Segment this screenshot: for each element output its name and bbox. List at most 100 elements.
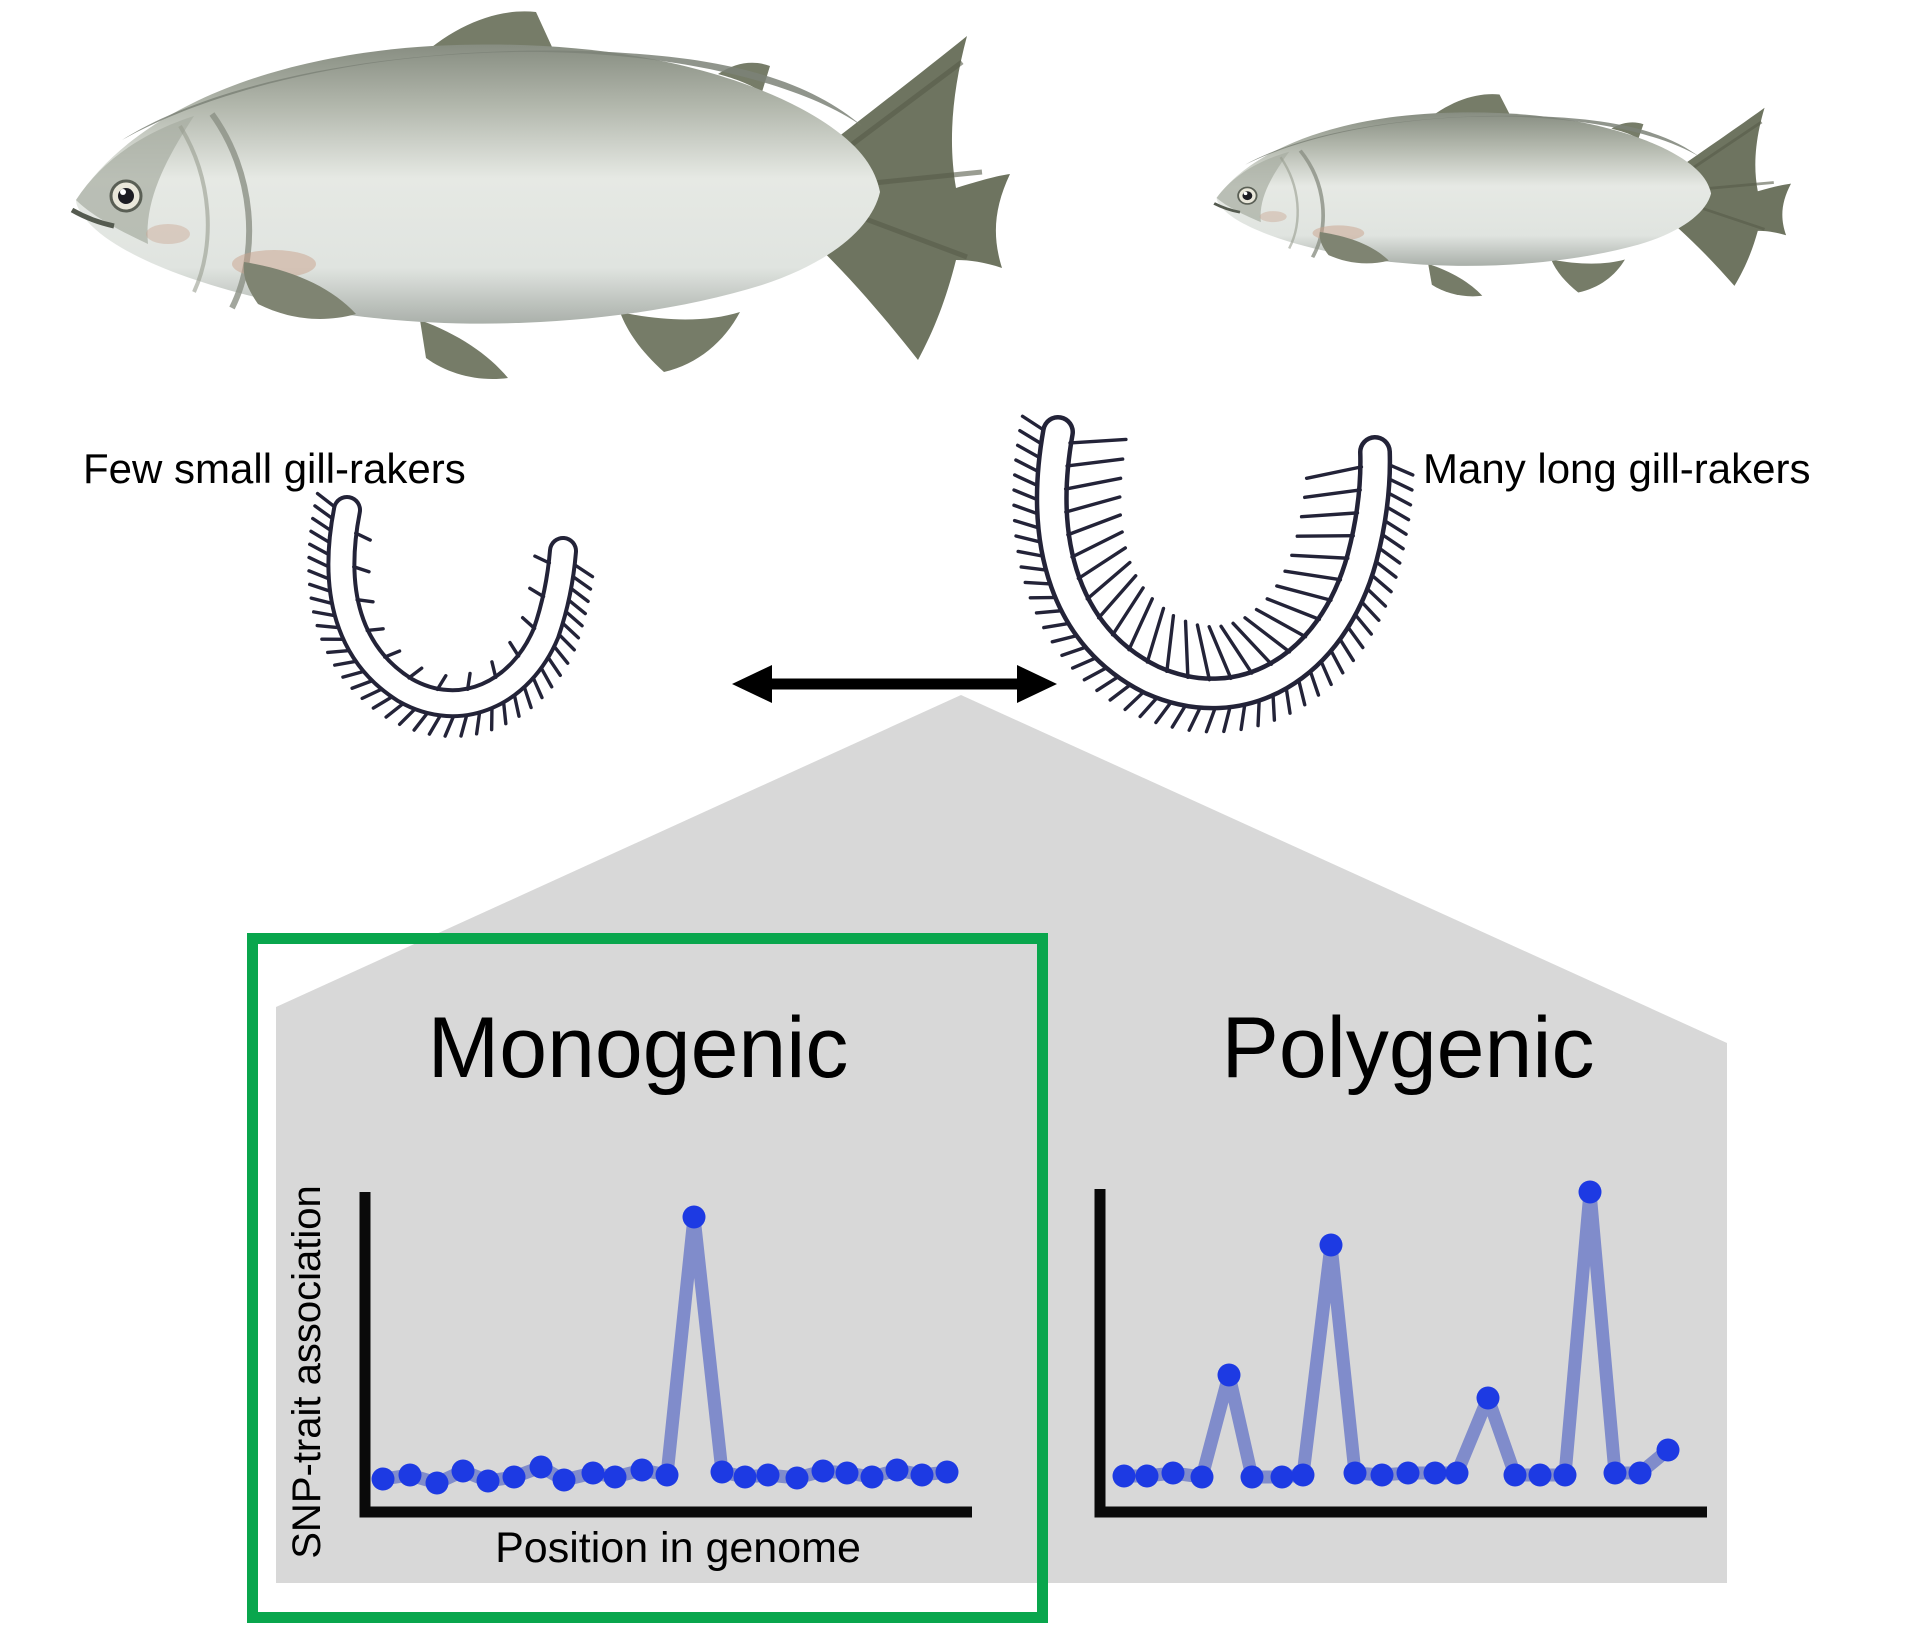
monogenic-data-point xyxy=(785,1466,809,1490)
monogenic-axes xyxy=(359,1192,972,1518)
polygenic-data-point xyxy=(1603,1461,1627,1485)
gill-raker-tooth xyxy=(1165,614,1176,674)
monogenic-data-point xyxy=(682,1205,706,1229)
monogenic-data-point xyxy=(581,1461,605,1485)
gill-raker-tooth xyxy=(383,649,402,659)
right-gill-raker-illustration xyxy=(1012,414,1415,734)
gill-raker-tooth xyxy=(1076,546,1128,581)
right-fish-label: Many long gill-rakers xyxy=(1423,445,1810,492)
polygenic-data-point xyxy=(1217,1363,1241,1387)
monogenic-y-axis-label: SNP-trait association xyxy=(285,1185,329,1558)
polygenic-axes xyxy=(1094,1189,1707,1518)
polygenic-data-point xyxy=(1270,1465,1294,1489)
gill-raker-tooth xyxy=(365,627,385,633)
gill-raker-tooth xyxy=(352,565,371,574)
gill-raker-tooth xyxy=(407,666,424,680)
polygenic-data-point xyxy=(1135,1464,1159,1488)
monogenic-data-point xyxy=(860,1465,884,1489)
gill-raker-tooth xyxy=(1066,513,1122,537)
polygenic-data-point xyxy=(1423,1461,1447,1485)
monogenic-data-point xyxy=(655,1463,679,1487)
gill-raker-tooth xyxy=(354,531,372,542)
monogenic-title: Monogenic xyxy=(428,1000,849,1096)
gill-raker-tooth xyxy=(508,640,521,658)
polygenic-chart xyxy=(1094,1180,1707,1518)
gill-raker-tooth xyxy=(1275,584,1333,602)
left-fish-label: Few small gill-rakers xyxy=(83,445,466,492)
monogenic-data-point xyxy=(398,1463,422,1487)
monogenic-highlight-box xyxy=(247,933,1048,1623)
gill-raker-tooth xyxy=(520,616,537,631)
polygenic-data-point xyxy=(1628,1461,1652,1485)
monogenic-data-point xyxy=(529,1455,553,1479)
polygenic-data-point xyxy=(1528,1463,1552,1487)
gill-raker-tooth xyxy=(1183,619,1190,679)
gill-raker-tooth xyxy=(533,554,552,565)
gill-raker-tooth xyxy=(1219,624,1254,675)
monogenic-data-point xyxy=(630,1458,654,1482)
monogenic-data-point xyxy=(733,1465,757,1489)
gill-raker-tooth xyxy=(1195,623,1212,682)
tradeoff-arrow xyxy=(732,665,1057,703)
gill-raker-tooth xyxy=(1207,625,1233,681)
left-raker-inner-rakers xyxy=(352,531,552,692)
gill-raker-tooth xyxy=(1231,621,1274,666)
small-fish-illustration xyxy=(1212,92,1793,299)
monogenic-data-point xyxy=(425,1471,449,1495)
gill-raker-tooth xyxy=(1068,437,1128,445)
polygenic-data-point xyxy=(1161,1461,1185,1485)
gray-house-panel xyxy=(276,695,1727,1583)
polygenic-data-point xyxy=(1553,1463,1577,1487)
gill-raker-tooth xyxy=(528,586,546,599)
gill-raker-tooth xyxy=(355,597,375,604)
gill-raker-tooth xyxy=(1110,586,1145,637)
gill-raker-tooth xyxy=(1283,569,1343,582)
monogenic-data-point xyxy=(502,1465,526,1489)
left-gill-raker-illustration xyxy=(307,491,595,738)
polygenic-data-point xyxy=(1578,1180,1602,1204)
monogenic-chart: SNP-trait association Position in genome xyxy=(285,1185,972,1572)
right-raker-inner-rakers xyxy=(1063,437,1364,682)
monogenic-x-axis-label: Position in genome xyxy=(495,1524,861,1572)
monogenic-data-point xyxy=(552,1468,576,1492)
gill-raker-tooth xyxy=(1145,606,1166,664)
monogenic-data-point xyxy=(935,1460,959,1484)
polygenic-title: Polygenic xyxy=(1222,1000,1595,1096)
polygenic-data-point xyxy=(1112,1464,1136,1488)
polygenic-data-point xyxy=(1343,1461,1367,1485)
polygenic-data-point xyxy=(1476,1386,1500,1410)
large-fish-illustration xyxy=(72,11,1010,379)
polygenic-data-point xyxy=(1291,1463,1315,1487)
gill-raker-tooth xyxy=(1243,616,1292,654)
monogenic-data-point xyxy=(451,1459,475,1483)
polygenic-data-point xyxy=(1240,1465,1264,1489)
monogenic-data-point xyxy=(811,1459,835,1483)
monogenic-data-point xyxy=(603,1465,627,1489)
polygenic-data-point xyxy=(1445,1461,1469,1485)
gill-raker-tooth xyxy=(1254,607,1308,639)
monogenic-data-point xyxy=(371,1467,395,1491)
polygenic-data-point xyxy=(1656,1438,1680,1462)
monogenic-series xyxy=(371,1205,959,1495)
gill-raker-tooth xyxy=(1303,488,1362,500)
polygenic-data-point xyxy=(1319,1233,1343,1257)
monogenic-data-point xyxy=(885,1458,909,1482)
gill-raker-tooth xyxy=(435,674,448,692)
polygenic-data-point xyxy=(1503,1463,1527,1487)
gill-raker-tooth xyxy=(1290,553,1350,560)
gill-raker-tooth xyxy=(465,671,472,692)
monogenic-data-point xyxy=(835,1461,859,1485)
polygenic-series xyxy=(1112,1180,1680,1489)
monogenic-data-point xyxy=(476,1469,500,1493)
gill-raker-tooth xyxy=(1063,476,1123,491)
gill-raker-tooth xyxy=(1085,560,1132,601)
monogenic-data-point xyxy=(710,1460,734,1484)
gill-raker-tooth xyxy=(1097,574,1138,620)
gill-raker-tooth xyxy=(1070,530,1124,559)
gill-raker-tooth xyxy=(1127,597,1154,652)
gill-raker-tooth xyxy=(1265,597,1322,622)
gill-raker-tooth xyxy=(1299,511,1360,519)
polygenic-data-point xyxy=(1396,1461,1420,1485)
